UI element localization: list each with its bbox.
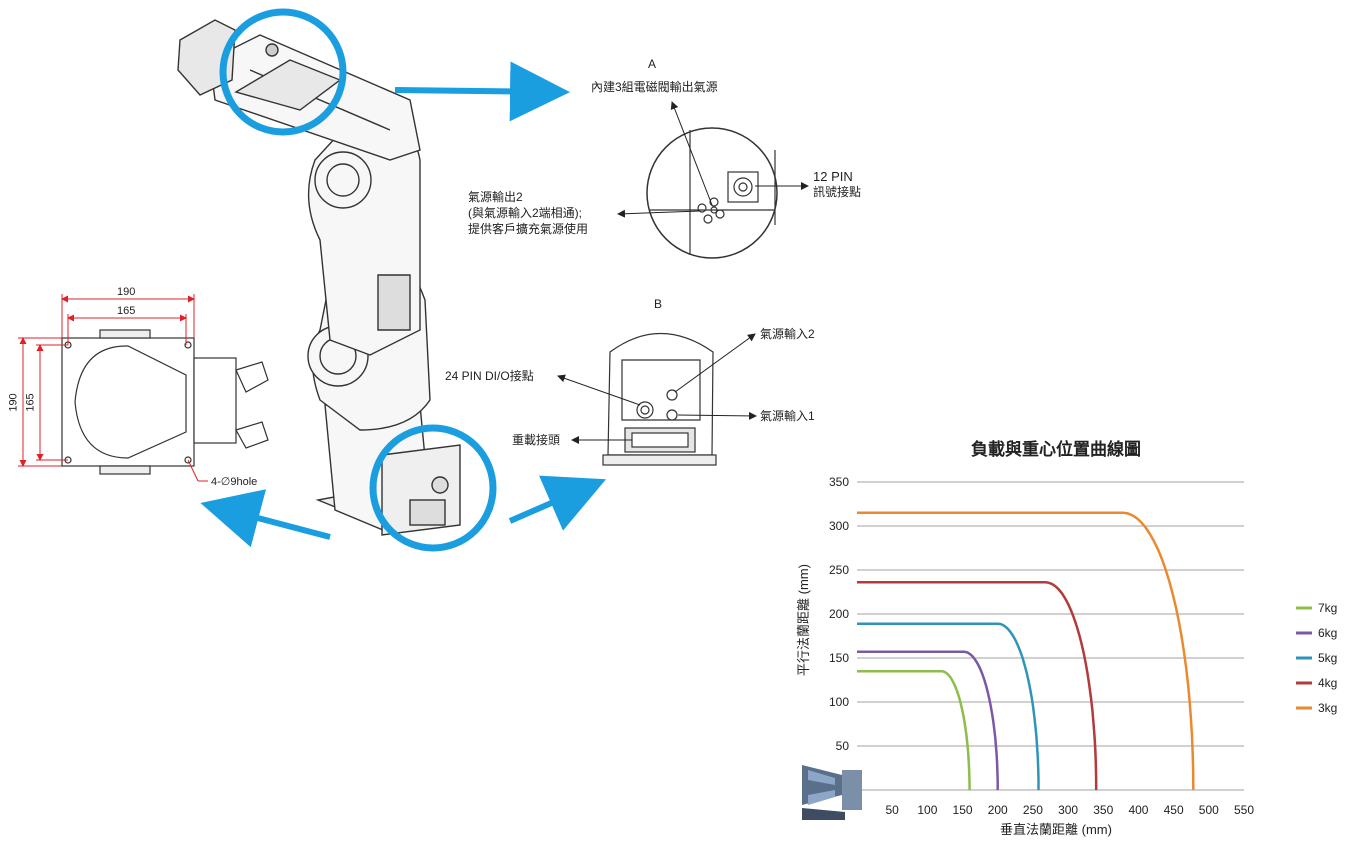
chart-y-ticks: 50 100 150 200 250 300 350	[829, 475, 849, 753]
legend-label-7kg: 7kg	[1318, 601, 1337, 615]
leader-dio	[557, 374, 641, 406]
legend-label-4kg: 4kg	[1318, 676, 1337, 690]
legend-label-6kg: 6kg	[1318, 626, 1337, 640]
series-line-6kg	[857, 650, 999, 790]
y-tick-label: 300	[829, 519, 849, 533]
y-tick-label: 250	[829, 563, 849, 577]
gripper-icon	[800, 762, 862, 822]
x-tick-label: 150	[953, 803, 973, 817]
chart-ylabel: 平行法蘭距離 (mm)	[796, 564, 811, 676]
detail-a-letter: A	[648, 57, 657, 71]
air-out-line2: (與氣源輸入2端相通);	[468, 206, 583, 220]
hole-note: 4-∅9hole	[211, 476, 258, 488]
x-tick-label: 400	[1128, 803, 1148, 817]
series-line-3kg	[857, 511, 1195, 791]
x-tick-label: 550	[1234, 803, 1254, 817]
chart-legend: 7kg 6kg 5kg 4kg 3kg	[1296, 601, 1337, 715]
chart-title: 負載與重心位置曲線圖	[971, 439, 1141, 459]
air-out-line1: 氣源輸出2	[468, 190, 523, 204]
series-line-7kg	[857, 669, 971, 791]
y-tick-label: 100	[829, 695, 849, 709]
callout-circle-a	[219, 8, 347, 136]
y-tick-label: 350	[829, 475, 849, 489]
x-tick-label: 200	[988, 803, 1008, 817]
dim-width-inner: 165	[117, 305, 136, 317]
solenoid-note: 內建3組電磁閥輸出氣源	[591, 80, 718, 94]
x-tick-label: 250	[1023, 803, 1043, 817]
x-tick-label: 100	[917, 803, 937, 817]
series-line-4kg	[857, 581, 1098, 791]
chart-x-ticks: 50 100 150 200 250 300 350 400 450 500 550	[886, 803, 1255, 817]
x-tick-label: 350	[1093, 803, 1113, 817]
x-tick-label: 50	[886, 803, 900, 817]
chart-xlabel: 垂直法蘭距離 (mm)	[1000, 822, 1112, 837]
y-tick-label: 200	[829, 607, 849, 621]
legend-label-5kg: 5kg	[1318, 651, 1337, 665]
arrow-to-detail-a	[394, 61, 570, 122]
power-connector-label: 重載接頭	[512, 433, 561, 447]
leader-solenoid	[670, 101, 713, 206]
leader-air-in1	[677, 411, 757, 420]
arrow-to-base-view	[200, 489, 331, 548]
dim-width-outer: 190	[117, 286, 136, 298]
chart-series	[857, 511, 1195, 791]
x-tick-label: 300	[1058, 803, 1078, 817]
base-dimension-lines	[18, 294, 208, 482]
x-tick-label: 450	[1164, 803, 1184, 817]
y-tick-label: 150	[829, 651, 849, 665]
callout-circle-b	[369, 424, 497, 552]
robot-arm-drawing	[177, 19, 461, 536]
leader-air-out	[617, 209, 701, 218]
arrow-to-detail-b	[508, 475, 607, 531]
chart-grid	[857, 481, 1244, 791]
signal-label: 訊號接點	[813, 185, 862, 199]
x-tick-label: 500	[1199, 803, 1219, 817]
detail-a-view	[646, 127, 778, 259]
dim-height-inner: 165	[24, 393, 37, 412]
detail-b-view	[602, 333, 717, 466]
detail-b-letter: B	[654, 297, 663, 311]
dim-height-outer: 190	[7, 393, 20, 412]
series-line-5kg	[857, 622, 1040, 790]
dio-label: 24 PIN DI/O接點	[445, 369, 534, 383]
air-in1-label: 氣源輸入1	[760, 409, 815, 423]
air-in2-label: 氣源輸入2	[760, 327, 815, 341]
payload-chart: 負載與重心位置曲線圖 50 100 150 200 250 300 350 50 100 150…	[796, 439, 1337, 837]
leader-air-in2	[674, 333, 756, 393]
y-tick-label: 50	[836, 739, 850, 753]
signal-pin-count: 12 PIN	[813, 169, 853, 184]
base-top-view	[61, 329, 269, 475]
air-out-line3: 提供客戶擴充氣源使用	[468, 222, 589, 236]
legend-label-3kg: 3kg	[1318, 701, 1337, 715]
